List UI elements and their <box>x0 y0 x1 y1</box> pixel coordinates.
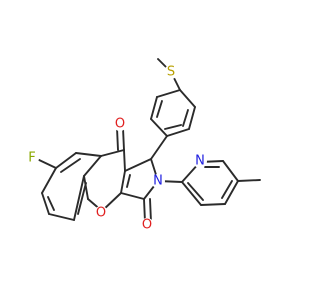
bond <box>116 127 119 151</box>
atom-n-pyridine: N <box>193 154 207 169</box>
atom-s: S <box>164 65 178 80</box>
bond <box>156 100 163 118</box>
bond <box>224 180 239 205</box>
bond <box>55 152 77 169</box>
atom-o-ring-label: O <box>96 206 106 221</box>
atom-o-lactam-label: O <box>142 218 152 233</box>
atom-f-label: F <box>28 151 35 166</box>
bond <box>47 196 55 211</box>
bond <box>83 175 89 200</box>
bond <box>48 213 75 221</box>
bond <box>200 203 226 206</box>
bond <box>150 118 168 137</box>
bond <box>120 170 126 194</box>
bond <box>124 158 152 172</box>
bond <box>73 175 85 221</box>
bond <box>166 128 190 137</box>
atom-n-lactam-label: N <box>153 174 163 189</box>
bond <box>75 152 102 157</box>
bond <box>188 106 196 130</box>
bond <box>120 192 145 200</box>
bond <box>187 182 204 201</box>
atom-f: F <box>25 151 39 166</box>
atom-n-lactam: N <box>151 174 165 189</box>
atom-o-ring: O <box>94 206 108 221</box>
atom-o-ketone: O <box>113 117 127 132</box>
bond <box>164 124 182 130</box>
bond <box>41 167 57 194</box>
bond <box>182 109 189 127</box>
bond <box>60 158 81 173</box>
bond <box>122 127 125 151</box>
bond <box>221 180 233 199</box>
bond <box>149 198 152 223</box>
atom-label-layer: S F O O O N N <box>25 65 207 233</box>
bond <box>150 135 168 160</box>
bond <box>100 149 125 157</box>
bond <box>150 96 158 120</box>
atom-n-pyridine-label: N <box>195 154 205 169</box>
bond <box>41 192 50 215</box>
atom-s-label: S <box>167 65 175 80</box>
bond <box>237 179 261 182</box>
bond <box>143 198 146 223</box>
bond <box>156 89 181 98</box>
bond <box>36 158 57 169</box>
bond <box>126 174 131 188</box>
bond <box>181 181 202 206</box>
bond <box>123 149 126 172</box>
bond <box>83 155 102 177</box>
bond <box>77 182 87 215</box>
structure-drawing: S F O O O N N <box>25 58 261 233</box>
bond-layer <box>36 58 261 223</box>
atom-o-ketone-label: O <box>115 117 125 132</box>
bond <box>179 89 196 108</box>
molecule-canvas: S F O O O N N <box>25 58 261 233</box>
bond <box>222 160 239 182</box>
atom-o-lactam: O <box>140 218 154 233</box>
